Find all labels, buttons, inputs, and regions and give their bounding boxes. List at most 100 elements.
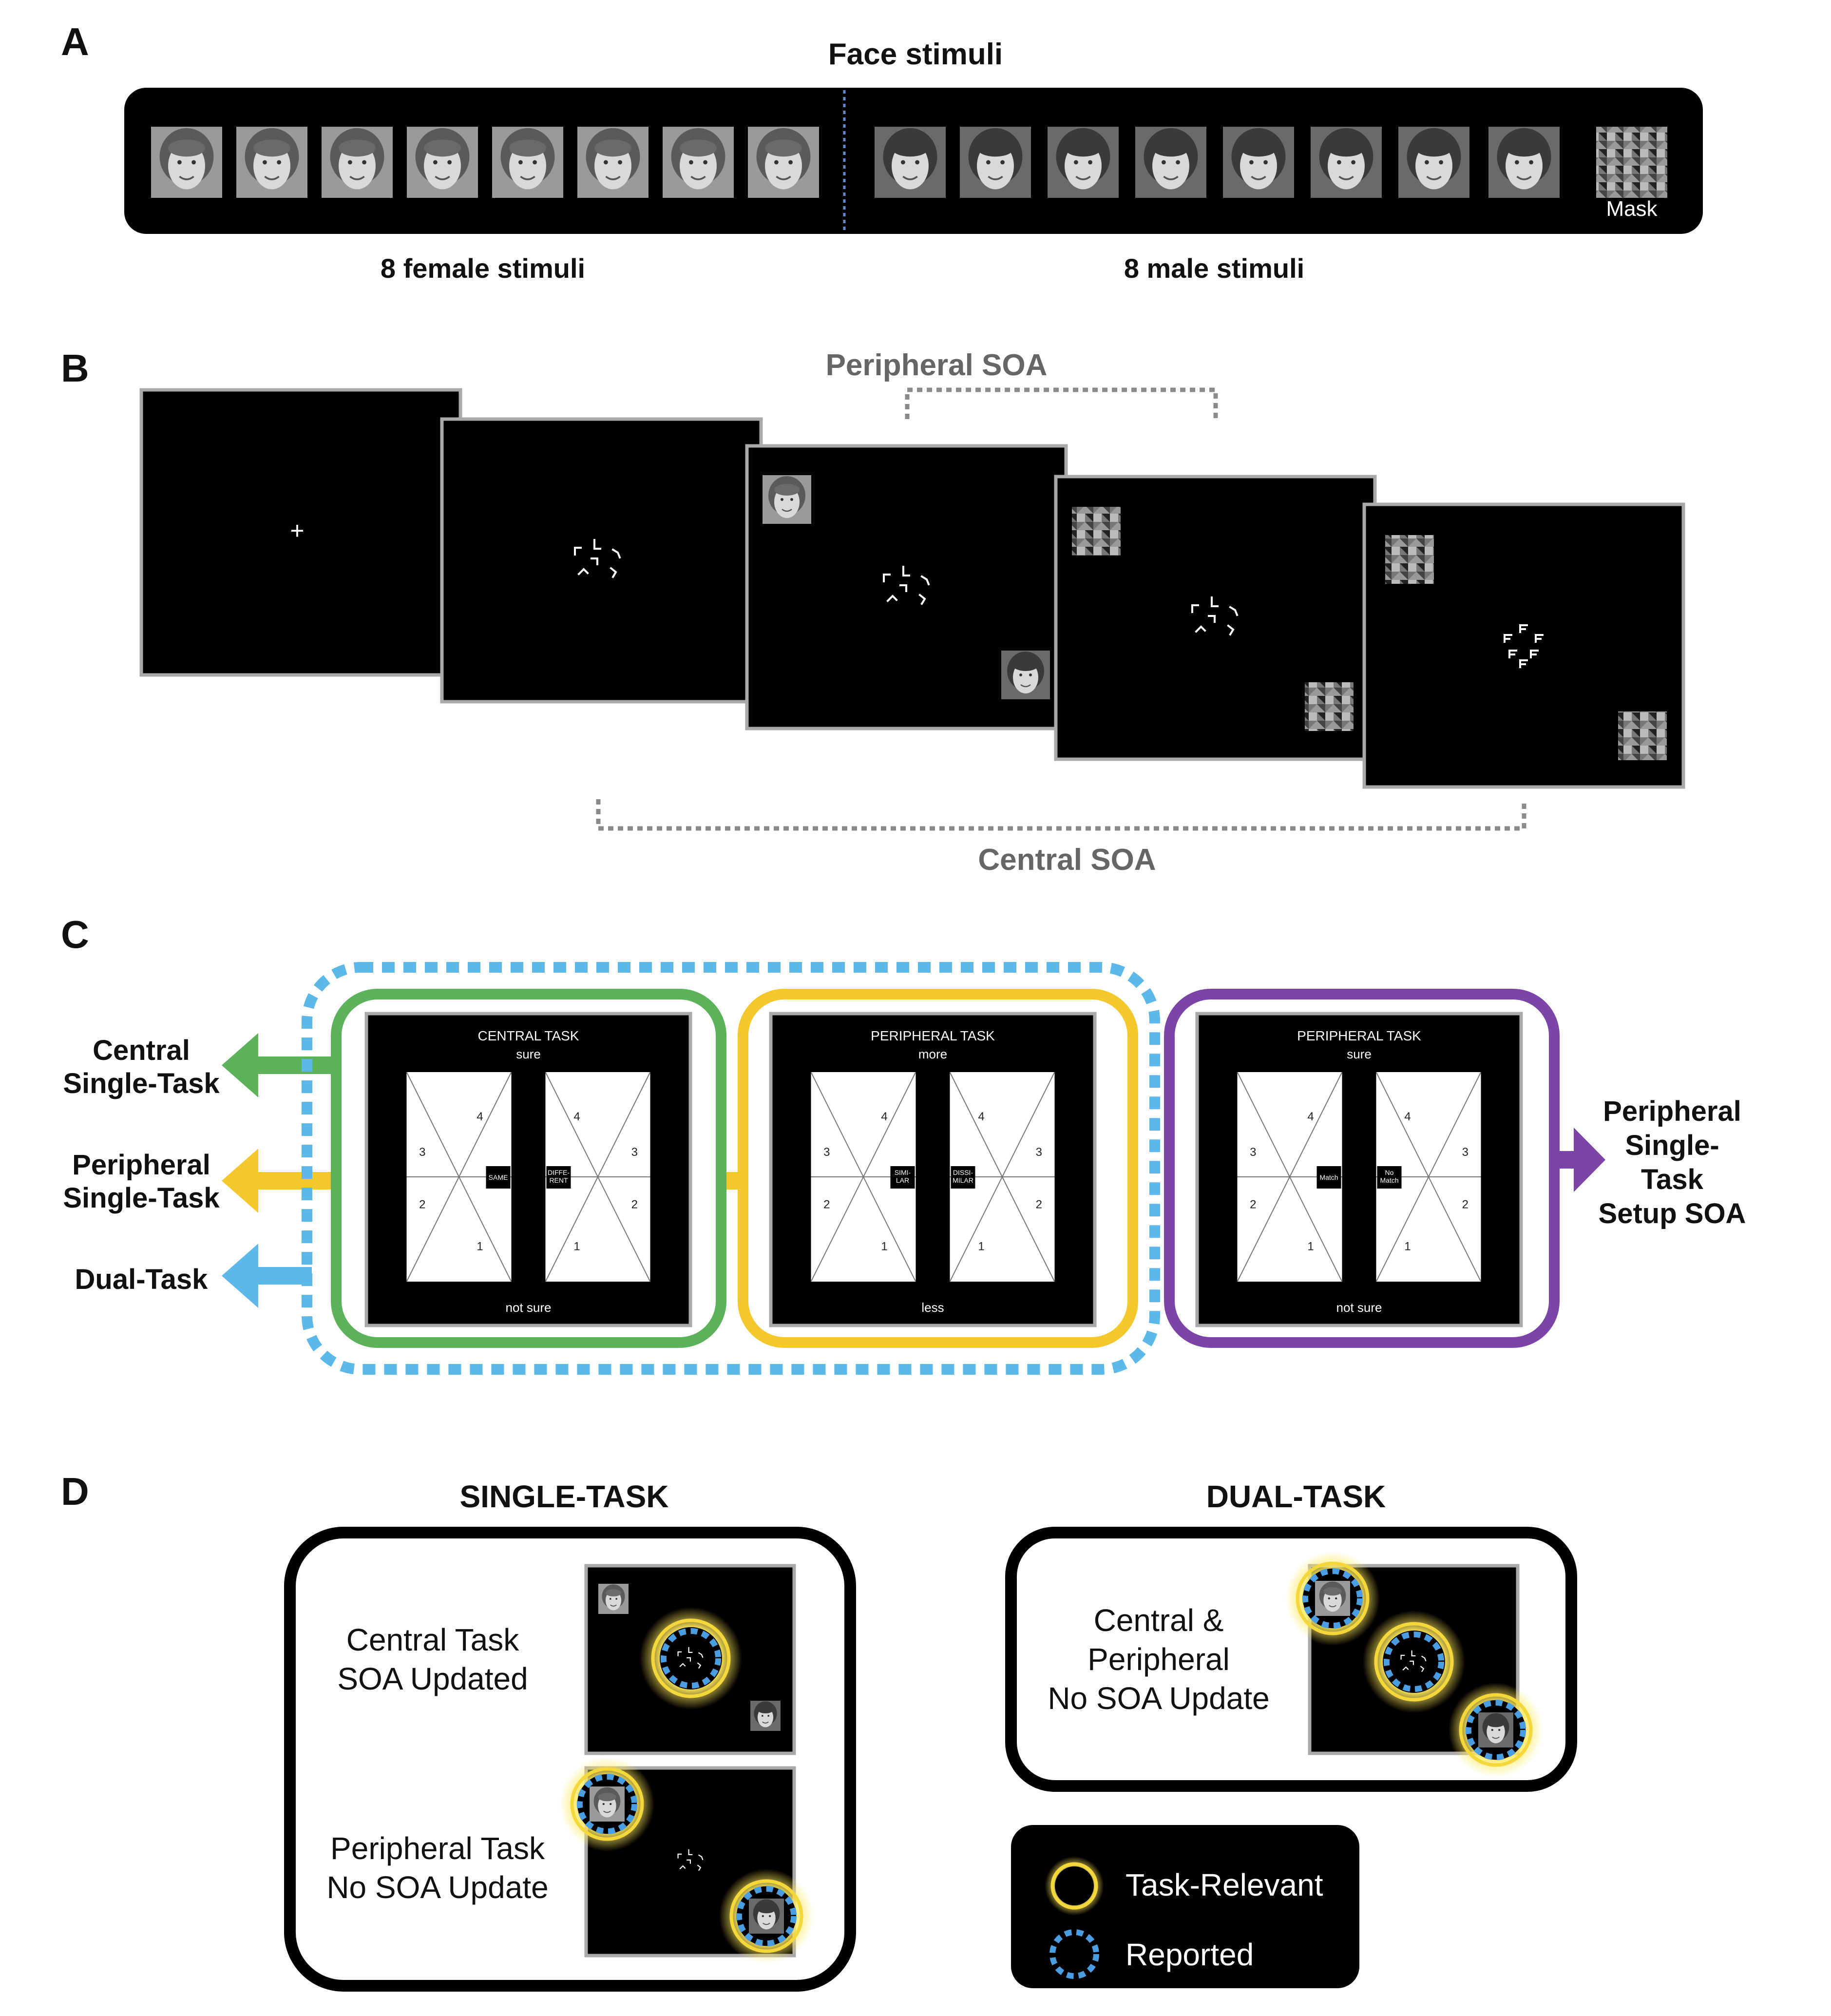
choice-label: Match [1319,1173,1338,1181]
face-photo [1048,127,1119,198]
rating-number: 4 [1404,1110,1411,1123]
choice-label: DISSI- [953,1169,973,1176]
scale-top-label: more [918,1047,947,1061]
peripheral-no-update-line1: Peripheral Task [330,1831,545,1866]
rating-number: 1 [881,1240,887,1253]
central-updated-line2: SOA Updated [337,1661,528,1696]
choice-box[interactable]: SIMI-LAR [890,1166,915,1189]
label-peripheral-setup-line3: Task [1641,1164,1704,1195]
arrow-dual-task [222,1244,312,1308]
choice-box[interactable]: DISSI-MILAR [951,1166,975,1189]
rating-number: 2 [1036,1198,1042,1211]
face-photo [590,1786,625,1822]
response-screen-title: PERIPHERAL TASK [1297,1028,1421,1043]
central-letter-array [883,566,930,605]
central-letter-array [1191,596,1239,636]
label-dual-task: Dual-Task [75,1264,209,1295]
rating-number: 2 [823,1198,830,1211]
label-peripheral-setup-line4: Setup SOA [1599,1198,1746,1229]
rating-number: 3 [631,1146,638,1159]
central-updated-line1: Central Task [346,1622,520,1657]
face-photo [598,1584,629,1614]
response-screen-title: PERIPHERAL TASK [871,1028,995,1043]
panel-d: D SINGLE-TASK DUAL-TASK Central Task SOA… [61,1470,1577,1992]
face-photo [322,127,393,198]
scale-bottom-label: not sure [1336,1300,1382,1315]
panel-b: B Peripheral SOA + [61,346,1685,877]
rating-number: 3 [419,1146,425,1159]
face-photo [875,127,946,198]
face-photo [749,1899,784,1934]
face-photo [663,127,734,198]
central-mask-array [1504,624,1544,668]
scale-top-label: sure [516,1047,541,1061]
label-peripheral-single-line2: Single-Task [63,1182,220,1214]
rating-number: 4 [881,1110,887,1123]
trial-screen-central-letters [440,417,763,704]
rating-number: 4 [573,1110,580,1123]
dual-task-title: DUAL-TASK [1206,1479,1386,1514]
dual-text-line3: No SOA Update [1048,1681,1269,1716]
face-photo [1488,127,1560,198]
panel-letter-a: A [61,20,89,63]
label-peripheral-single-line1: Peripheral [72,1149,210,1181]
choice-box[interactable]: SAME [486,1166,511,1189]
mask-stimulus [1596,127,1667,198]
choice-label: RENT [549,1176,568,1184]
dual-screen [1285,1551,1544,1778]
choice-box[interactable]: DIFFE-RENT [546,1166,571,1189]
central-letters-highlight [1362,1610,1466,1713]
panel-letter-c: C [61,913,89,956]
rating-number: 3 [823,1146,830,1159]
rating-number: 2 [419,1198,425,1211]
label-peripheral-setup-line1: Peripheral [1603,1095,1741,1127]
choice-label: SAME [489,1173,508,1181]
choice-label: SIMI- [895,1169,911,1176]
peripheral-face-highlight [1285,1551,1380,1646]
label-central-single-line1: Central [93,1035,190,1066]
face-photo [577,127,648,198]
label-peripheral-setup-line2: Single- [1625,1130,1719,1161]
dual-text-line1: Central & [1094,1603,1224,1638]
rating-number: 2 [1462,1198,1469,1211]
panel-letter-b: B [61,346,89,390]
peripheral-face-male [750,1701,781,1731]
rating-number: 4 [477,1110,483,1123]
label-central-single-line2: Single-Task [63,1068,220,1099]
panel-letter-d: D [61,1470,89,1513]
peripheral-face-highlight [719,1868,814,1964]
choice-box[interactable]: Match [1316,1166,1341,1189]
central-soa-label: Central SOA [978,843,1156,877]
legend-reported: Reported [1125,1937,1254,1972]
choice-label: LAR [896,1176,909,1184]
rating-number: 1 [1404,1240,1411,1253]
choice-label: Match [1380,1176,1398,1184]
peripheral-face-male [1001,651,1050,699]
face-photo [1478,1712,1513,1747]
peripheral-mask [1618,711,1667,760]
central-soa-bracket [596,799,1526,831]
rating-number: 1 [573,1240,580,1253]
face-photo [1223,127,1294,198]
rating-number: 3 [1036,1146,1042,1159]
peripheral-face-female [598,1584,629,1614]
face-photo [407,127,478,198]
reported-icon [1049,1929,1099,1979]
scale-bottom-label: not sure [506,1300,552,1315]
single-central-screen [584,1564,796,1755]
rating-number: 2 [631,1198,638,1211]
peripheral-soa-bracket [905,387,1218,419]
dual-text-line2: Peripheral [1087,1642,1230,1677]
face-photo [1398,127,1469,198]
peripheral-soa-label: Peripheral SOA [826,348,1048,382]
choice-label: MILAR [953,1176,973,1184]
dual-task-outline [302,962,1160,1375]
peripheral-face-highlight [559,1756,655,1852]
peripheral-mask [1305,682,1354,731]
face-photo [236,127,307,198]
